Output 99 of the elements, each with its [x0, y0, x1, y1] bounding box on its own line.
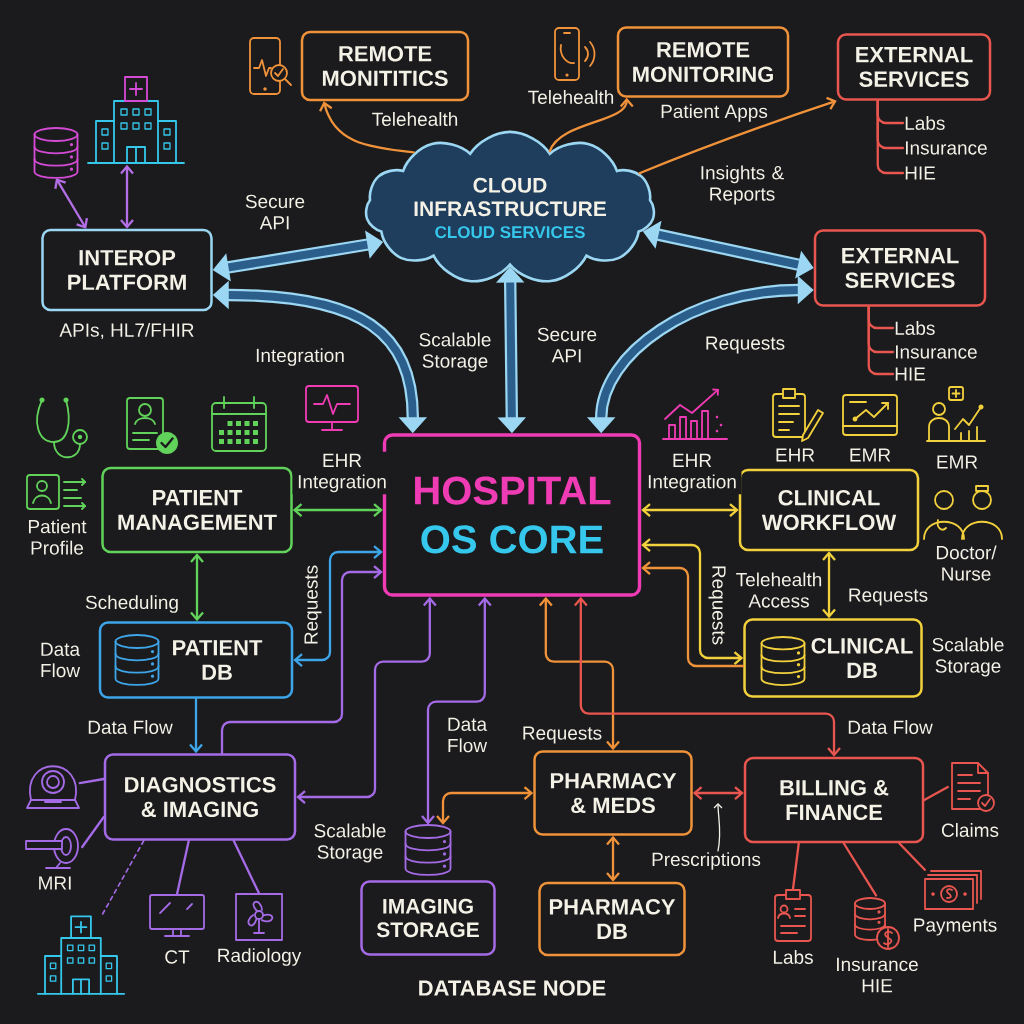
arrow	[190, 553, 204, 622]
edge-label: EHR Integration	[642, 451, 742, 495]
arrow	[436, 786, 534, 825]
edge-label: Scheduling	[83, 593, 181, 615]
edge-label: Telehealth	[369, 110, 461, 128]
scanner-icon	[26, 765, 80, 809]
hospital-icon	[87, 76, 185, 164]
list-item: HIE	[905, 166, 936, 180]
arrow	[296, 596, 437, 804]
money-icon	[924, 870, 982, 910]
process-box: EXTERNAL SERVICES	[836, 33, 992, 101]
process-box: IMAGING STORAGE	[360, 880, 496, 956]
dashed-line	[100, 839, 145, 918]
connector-line	[232, 839, 261, 895]
label: Labs	[773, 950, 813, 964]
edge-label: Requests	[702, 334, 788, 356]
label: MRI	[39, 876, 71, 890]
process-box: REMOTE MONITITICS	[300, 30, 470, 102]
connector-line	[842, 842, 878, 897]
connector-line	[898, 842, 926, 871]
edge-label: Data Flow	[439, 715, 495, 755]
list-item: HIE	[895, 367, 926, 381]
label: Telehealth Access	[736, 572, 822, 608]
label: Telehealth	[528, 90, 614, 104]
edge-label: EHR Integration	[292, 451, 392, 495]
label: Insurance HIE	[837, 957, 918, 993]
connector-line	[876, 99, 905, 175]
edge-label: Scalable Storage	[413, 330, 497, 374]
process-box: PHARMACY DB	[538, 881, 686, 957]
document-icon	[951, 762, 995, 812]
edge-label: Secure API	[241, 192, 309, 232]
process-box: PATIENT DB	[98, 621, 294, 699]
label: Scalable Storage	[932, 637, 1004, 677]
process-box: PATIENT MANAGEMENT	[101, 466, 293, 554]
list-item: Labs	[895, 321, 935, 335]
arrow	[220, 565, 383, 755]
arrow	[638, 96, 837, 175]
clipboard-icon	[774, 889, 812, 942]
list-item: Insurance	[895, 345, 977, 359]
label: Payments	[914, 918, 997, 936]
arrow	[573, 596, 841, 757]
label: Patient Apps	[661, 104, 768, 122]
arrow	[641, 561, 745, 668]
process-box: REMOTE MONITORING	[616, 26, 790, 98]
arrow	[54, 178, 89, 229]
label: Claims	[941, 823, 999, 837]
list-item: Insurance	[905, 141, 987, 155]
label: Doctor/ Nurse	[936, 545, 997, 581]
arrow	[538, 596, 620, 751]
leader-line	[713, 803, 723, 852]
label: Radiology	[218, 948, 302, 966]
connector-line	[867, 305, 895, 376]
arrow	[189, 697, 203, 754]
connector-line	[791, 842, 800, 890]
arrow	[606, 835, 620, 882]
label: EMR	[937, 455, 978, 469]
arrow	[692, 786, 744, 800]
edge-label: Requests	[302, 562, 324, 648]
arrow	[293, 545, 383, 667]
cloud: CLOUD INFRASTRUCTURE CLOUD SERVICES	[364, 130, 656, 283]
process-box: PHARMACY & MEDS	[533, 750, 693, 836]
label: Secure API	[537, 327, 597, 363]
arrow	[120, 164, 134, 229]
edge-label: Data Flow	[85, 718, 175, 736]
radiology-icon	[235, 893, 283, 941]
edge-label: Data Flow	[845, 718, 935, 736]
label: Scalable Storage	[314, 823, 386, 863]
edge-label: Insights & Reports	[695, 163, 789, 207]
process-box: DIAGNOSTICS & IMAGING	[103, 753, 297, 841]
database-icon	[404, 824, 452, 876]
process-box: CLINICAL WORKFLOW	[738, 468, 920, 552]
process-box: INTEROP PLATFORM	[41, 228, 213, 312]
arrow	[822, 551, 836, 619]
arrow	[319, 101, 415, 154]
edge-label: Integration	[253, 346, 347, 368]
arrow	[641, 503, 739, 517]
monitor-icon	[149, 894, 205, 937]
process-box: CLINICAL DB	[743, 618, 923, 698]
database-icon	[854, 897, 900, 950]
connector-line	[78, 777, 105, 785]
label: Prescriptions	[652, 852, 761, 870]
label: CT	[165, 950, 190, 964]
label: Data Flow	[41, 642, 81, 678]
connector-line	[923, 785, 949, 802]
arrow	[421, 596, 492, 825]
process-box: BILLING & FINANCE	[743, 756, 925, 844]
connector-line	[81, 815, 105, 849]
arrow	[292, 503, 383, 517]
process-box: EXTERNAL SERVICES	[813, 229, 987, 307]
list-item: Labs	[905, 116, 945, 130]
hospital-icon	[36, 915, 126, 995]
scanner-icon	[25, 828, 79, 869]
connector-line	[175, 839, 190, 896]
arrow	[548, 97, 634, 153]
arrow	[641, 538, 744, 665]
label: APIs, HL7/FHIR	[59, 322, 194, 340]
caption: DATABASE NODE	[419, 980, 606, 996]
edge-label: Requests	[845, 586, 931, 608]
database-icon	[33, 127, 79, 179]
